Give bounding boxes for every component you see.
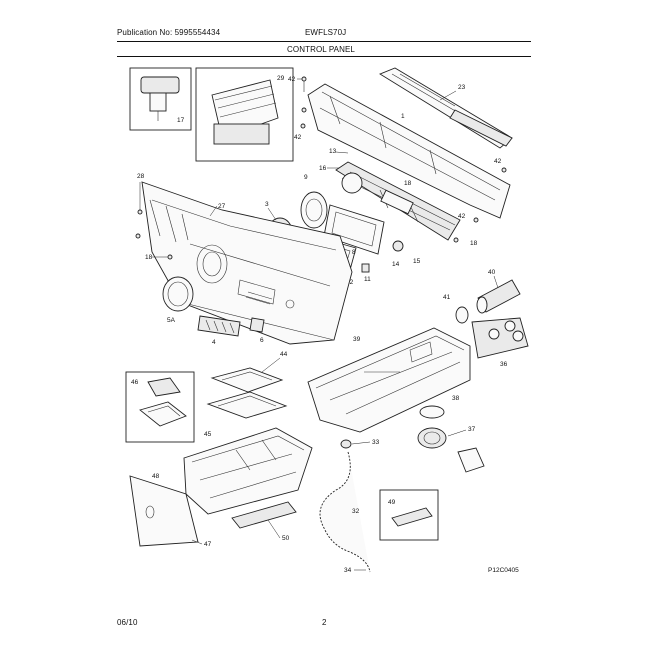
callout-15: 15 — [413, 258, 421, 265]
callout-9: 9 — [304, 174, 308, 181]
callout-33: 33 — [372, 439, 380, 446]
inset-box-17: 17 — [129, 67, 192, 131]
inlet-hose — [476, 279, 521, 314]
callout-40: 40 — [488, 269, 496, 276]
water-valve — [471, 317, 529, 359]
callout-44: 44 — [280, 351, 288, 358]
footer-page: 2 — [322, 618, 327, 627]
callout-42-right: 42 — [458, 213, 466, 220]
callout-41: 41 — [443, 294, 451, 301]
callout-12: 12 — [346, 279, 354, 286]
header-rule-bottom — [117, 56, 531, 57]
seal-ring — [455, 306, 469, 324]
callout-18-right: 18 — [470, 240, 478, 247]
callout-4: 4 — [212, 339, 216, 346]
callout-16: 16 — [319, 165, 327, 172]
knob-ring — [300, 191, 328, 229]
dispenser-insert — [206, 367, 288, 419]
callout-18-left: 18 — [145, 254, 153, 261]
callout-37: 37 — [468, 426, 476, 433]
control-board — [335, 161, 461, 241]
callout-42-left: 42 — [294, 134, 302, 141]
callout-46: 46 — [131, 379, 139, 386]
inset-box-49: 49 — [379, 489, 439, 541]
drawer-front — [129, 475, 199, 547]
dispenser-drawer — [183, 427, 313, 515]
footer-date: 06/10 — [117, 618, 138, 627]
callout-42-right-top: 42 — [494, 158, 502, 165]
callout-11: 11 — [364, 276, 371, 283]
callout-36: 36 — [500, 361, 508, 368]
inset-box-29: 29 — [195, 67, 294, 162]
callout-14: 14 — [392, 261, 400, 268]
section-title: CONTROL PANEL — [287, 45, 355, 54]
model-number: EWFLS70J — [305, 28, 347, 37]
dispenser-seal — [419, 405, 445, 419]
callout-6: 6 — [260, 337, 264, 344]
display-bezel — [323, 204, 385, 255]
callout-29: 29 — [277, 75, 285, 82]
callout-38: 38 — [452, 395, 460, 402]
callout-27: 27 — [218, 203, 226, 210]
publication-number: Publication No: 5995554434 — [117, 28, 221, 37]
control-panel-front — [141, 181, 353, 345]
hose-clamp — [340, 439, 352, 449]
callout-42-top: 42 — [288, 76, 296, 83]
callout-50: 50 — [282, 535, 290, 542]
figure-code: P12C0405 — [488, 567, 519, 574]
button-strip — [197, 315, 241, 337]
callout-17: 17 — [177, 117, 185, 124]
callout-32: 32 — [352, 508, 360, 515]
callout-28: 28 — [137, 173, 145, 180]
callout-39: 39 — [353, 336, 361, 343]
bezel-ring — [162, 276, 194, 312]
callout-3: 3 — [265, 201, 269, 208]
callout-13: 13 — [329, 148, 337, 155]
drain-hose — [319, 451, 371, 573]
callout-23: 23 — [458, 84, 466, 91]
callout-34: 34 — [344, 567, 352, 574]
callout-48: 48 — [152, 473, 160, 480]
button-6 — [249, 317, 265, 333]
dispenser-housing — [307, 327, 471, 433]
callout-47: 47 — [204, 541, 212, 548]
callout-49: 49 — [388, 499, 396, 506]
callout-5a: 5A — [167, 317, 176, 324]
console-back-panel — [307, 67, 513, 219]
vent-bellows — [417, 427, 485, 473]
callout-45: 45 — [204, 431, 212, 438]
callout-18-mid: 18 — [404, 180, 412, 187]
drawer-slide — [231, 501, 297, 529]
header-rule-top — [117, 41, 531, 42]
inset-box-46: 46 — [125, 371, 195, 443]
callout-8: 8 — [352, 249, 356, 256]
callout-1: 1 — [401, 113, 405, 120]
